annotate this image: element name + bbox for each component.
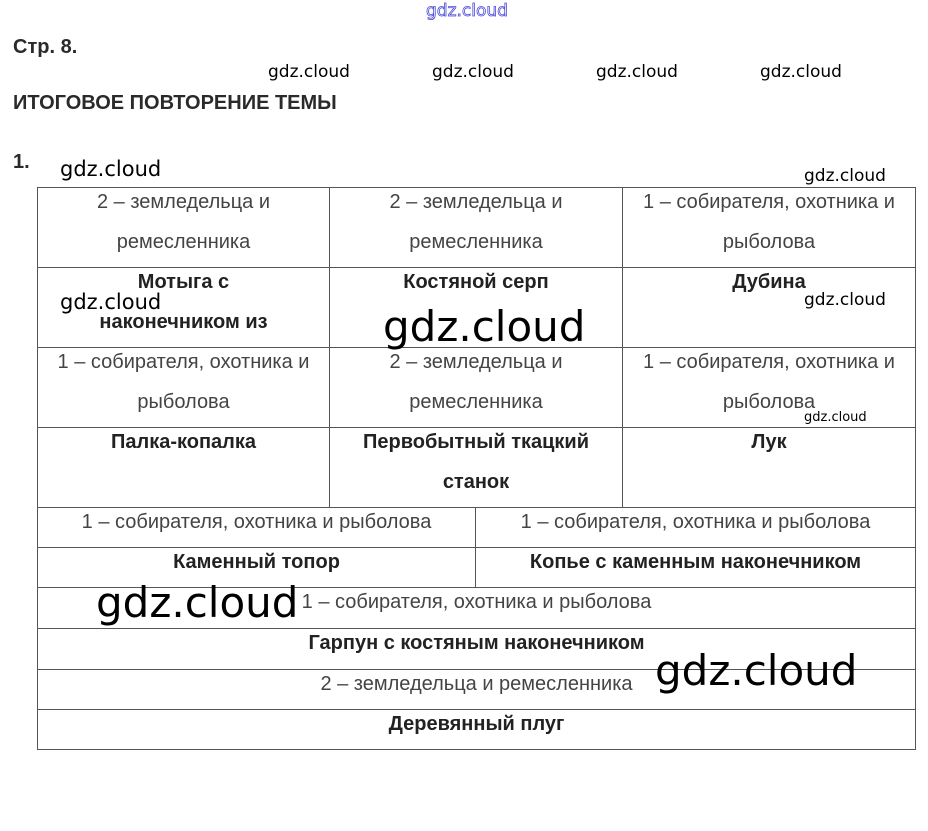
watermark: gdz.cloud (268, 62, 350, 82)
table-cell: 1 – собирателя, охотника и рыболова (37, 347, 330, 428)
watermark: gdz.cloud (804, 410, 867, 425)
watermark: gdz.cloud (804, 166, 886, 186)
watermark: gdz.cloud (596, 62, 678, 82)
table-cell: Палка-копалка (37, 427, 330, 508)
table-cell: Первобытный ткацкий станок (329, 427, 623, 508)
watermark: gdz.cloud (96, 578, 299, 627)
watermark: gdz.cloud (60, 290, 162, 314)
task-number: 1. (13, 151, 30, 173)
page-number: Стр. 8. (13, 36, 78, 58)
watermark: gdz.cloud (60, 157, 162, 181)
watermark: gdz.cloud (655, 646, 858, 695)
table-cell: 2 – земледельца и ремесленника (329, 347, 623, 428)
table-cell: 2 – земледельца и ремесленника (37, 187, 330, 268)
table-cell: 1 – собирателя, охотника и рыболова (622, 187, 916, 268)
table-cell: Лук (622, 427, 916, 508)
table-cell: 1 – собирателя, охотника и рыболова (475, 507, 916, 548)
watermark: gdz.cloud (432, 62, 514, 82)
watermark: gdz.cloud (760, 62, 842, 82)
table-cell: 1 – собирателя, охотника и рыболова (37, 507, 476, 548)
watermark: gdz.cloud (426, 1, 509, 22)
table-cell: Копье с каменным наконечником (475, 547, 916, 588)
table-cell: Деревянный плуг (37, 709, 916, 750)
table-cell: 1 – собирателя, охотника и рыболова (622, 347, 916, 428)
table-cell: 2 – земледельца и ремесленника (329, 187, 623, 268)
watermark: gdz.cloud (804, 290, 886, 310)
watermark: gdz.cloud (383, 302, 586, 351)
page-title: ИТОГОВОЕ ПОВТОРЕНИЕ ТЕМЫ (13, 92, 337, 114)
